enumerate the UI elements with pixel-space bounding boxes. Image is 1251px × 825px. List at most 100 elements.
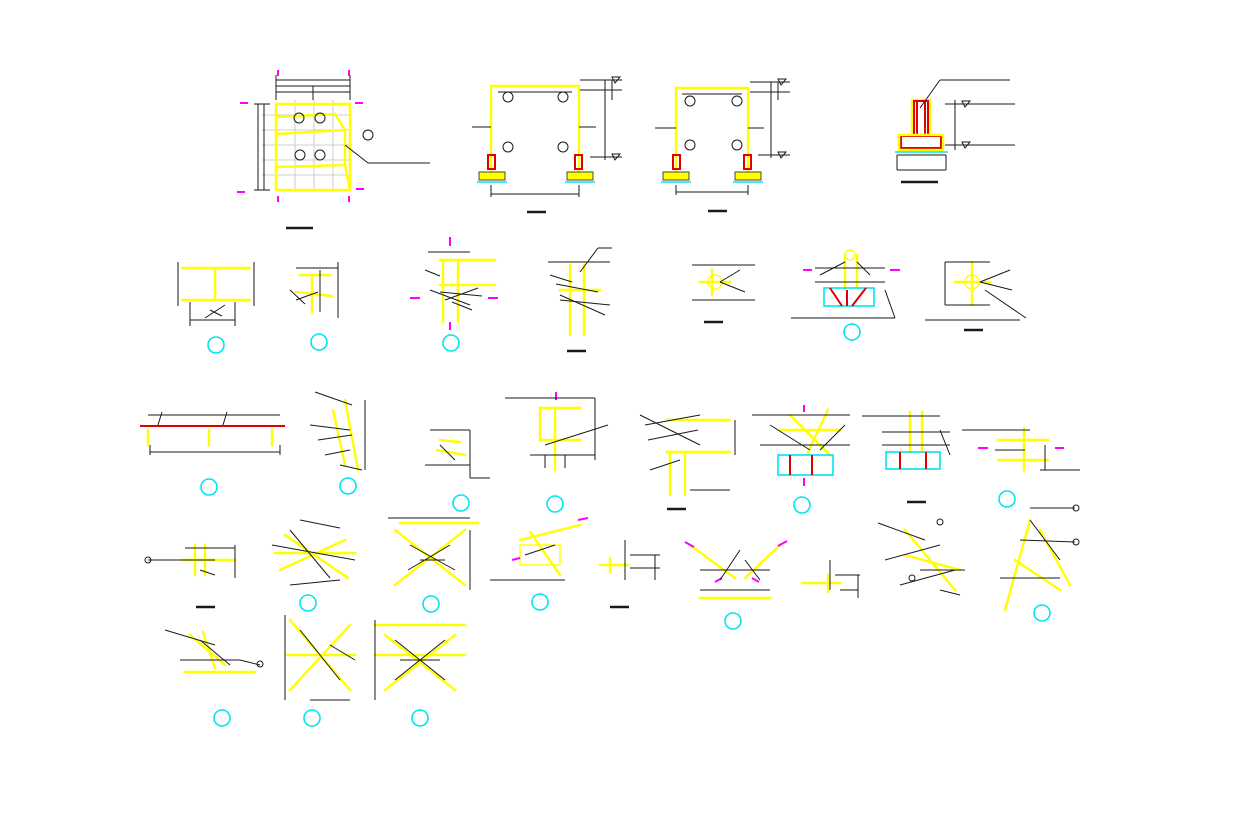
cad-linework (743, 543, 782, 580)
cad-linework (407, 544, 451, 571)
cad-linework (438, 438, 462, 444)
cad-linework (939, 429, 951, 456)
cad-linework (294, 149, 306, 161)
cad-linework (639, 414, 701, 446)
detail-portal-frame-a (472, 76, 622, 214)
cad-linework (777, 78, 788, 159)
cad-linework (897, 133, 945, 152)
cad-linework (317, 434, 353, 441)
cad-linework (274, 128, 347, 136)
detail-beam-column-joint-1 (177, 262, 255, 354)
cad-linework (310, 333, 328, 351)
cad-linework (502, 141, 514, 153)
cad-linework (271, 544, 356, 561)
cad-linework (819, 261, 846, 276)
cad-linework (314, 391, 353, 406)
cad-linework (559, 294, 606, 316)
cad-linework (751, 577, 760, 583)
cad-linework (647, 429, 699, 441)
cad-linework (478, 171, 506, 181)
cad-linework (331, 408, 347, 467)
cad-linework (444, 287, 479, 301)
cad-linework (435, 448, 467, 457)
detail-purlin-line (140, 411, 285, 496)
cad-linework (979, 269, 1011, 283)
cad-linework (555, 283, 599, 293)
cad-linework (744, 559, 761, 581)
cad-linework (314, 149, 326, 161)
cad-linework (393, 528, 467, 587)
cad-linework (611, 76, 622, 161)
cad-linework (788, 413, 832, 457)
cad-linework (383, 633, 457, 692)
cad-linework (518, 523, 582, 542)
detail-gusset-1 (425, 429, 490, 512)
cad-linework (274, 163, 347, 169)
cad-linework (274, 112, 352, 192)
detail-k-node-1 (877, 518, 965, 596)
cad-linework (289, 529, 331, 579)
cad-linework (289, 579, 341, 586)
cad-linework (209, 309, 223, 317)
detail-splice-joint (548, 247, 612, 353)
cad-linework (329, 644, 356, 661)
cad-linework (201, 630, 217, 670)
cad-linework (919, 79, 941, 109)
detail-beam-column-joint-2 (289, 262, 339, 351)
cad-linework (566, 171, 594, 181)
cad-linework (557, 141, 569, 153)
detail-pipe-joint (692, 264, 755, 324)
cad-linework (684, 139, 696, 151)
cad-linework (339, 464, 363, 471)
cad-linework (1072, 538, 1080, 546)
cad-linework (422, 595, 440, 613)
cad-linework (299, 519, 341, 529)
cad-linework (577, 517, 589, 521)
cad-linework (200, 478, 218, 496)
cad-linework (362, 129, 374, 141)
cad-linework (829, 287, 843, 307)
cad-linework (199, 569, 216, 576)
cad-linework (299, 594, 317, 612)
cad-linework (719, 281, 746, 293)
cad-linework (339, 477, 357, 495)
cad-linework (844, 249, 856, 261)
cad-linework (1019, 539, 1076, 543)
cad-linework (157, 411, 163, 426)
detail-base-plate (862, 410, 951, 504)
cad-linework (1072, 504, 1080, 512)
detail-pedestal-section (895, 79, 1015, 184)
cad-linework (731, 95, 743, 107)
cad-linework (961, 100, 972, 149)
detail-column-base-2 (144, 543, 237, 609)
cad-linework (885, 451, 941, 470)
cad-linework (743, 154, 752, 170)
cad-linework (309, 424, 351, 431)
cad-linework (734, 171, 762, 181)
cad-linework (884, 289, 896, 319)
cad-linework (549, 274, 573, 283)
detail-marker-circle (207, 336, 225, 354)
cad-linework (724, 612, 742, 630)
cad-linework (579, 247, 599, 273)
detail-x-brace-node-1 (271, 519, 357, 612)
cad-linework (222, 411, 228, 426)
cad-linework (1013, 558, 1062, 592)
cad-linework (283, 533, 350, 580)
cad-linework (451, 301, 473, 311)
cad-linework (439, 444, 456, 461)
detail-portal-frame-b (655, 78, 790, 213)
detail-x-brace-node-3 (284, 615, 357, 727)
cad-linework (511, 557, 521, 561)
cad-linework (293, 112, 305, 124)
cad-linework (411, 709, 429, 727)
detail-k-node-2 (1000, 504, 1080, 622)
cad-linework (524, 544, 556, 556)
cad-linework (544, 424, 609, 446)
cad-linework (1029, 519, 1061, 561)
cad-linework (295, 291, 319, 301)
cad-linework (984, 289, 1027, 319)
cad-linework (998, 490, 1016, 508)
cad-linework (939, 589, 961, 596)
